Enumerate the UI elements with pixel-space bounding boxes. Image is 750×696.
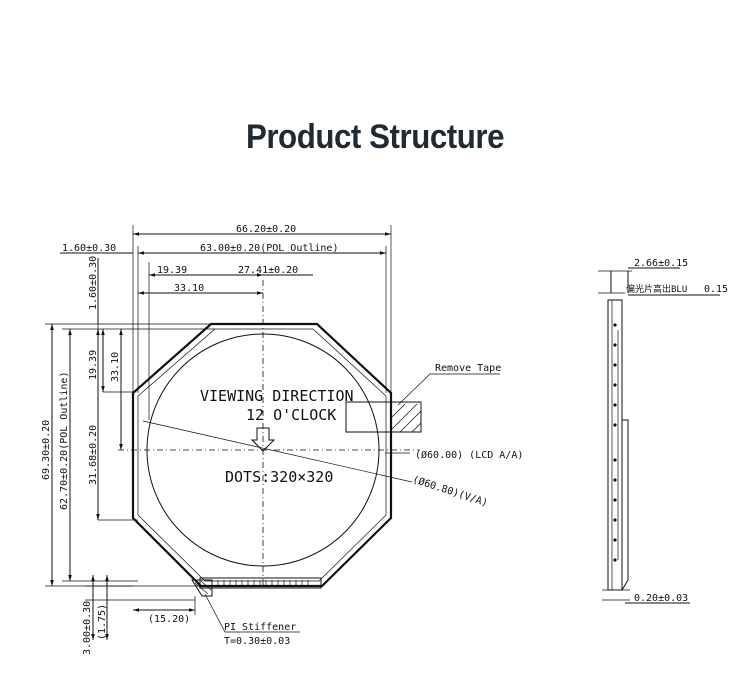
aa-center-x-dim: 27.41±0.20 <box>238 265 298 276</box>
va-leader <box>142 420 413 483</box>
pi-stiffener <box>191 579 213 597</box>
width-pol-dim: 63.00±0.20(POL Outline) <box>200 243 338 254</box>
pi-stiffener-label: PI Stiffener <box>224 622 296 633</box>
viewing-arrow-icon <box>250 427 276 452</box>
page-title: Product Structure <box>245 118 505 156</box>
left-dimensions <box>45 258 215 640</box>
connector-pins <box>217 580 309 587</box>
remove-tape-right <box>390 401 422 433</box>
module-outline <box>131 322 393 588</box>
side-blu-label: 偏光片高出BLU <box>626 283 687 295</box>
aa-half-y-dim: 19.39 <box>88 350 99 380</box>
height-total-dim: 69.30±0.20 <box>41 420 52 480</box>
width-total-dim: 66.20±0.20 <box>236 224 296 235</box>
stiffener-width-dim: (15.20) <box>148 614 190 625</box>
height-pol-dim: 62.70±0.20(POL Outline) <box>59 372 70 510</box>
va-label: (Ø60.80)(V/A) <box>411 473 489 509</box>
viewing-direction-label: VIEWING DIRECTION <box>200 387 354 405</box>
side-thickness-dim: 2.66±0.15 <box>634 258 688 269</box>
connector <box>199 577 322 589</box>
remove-tape-leader <box>397 373 500 406</box>
lcd-aa-label: (Ø60.00) (LCD A/A) <box>415 449 523 461</box>
side-view <box>598 267 720 604</box>
pi-thickness-label: T=0.30±0.03 <box>224 636 290 647</box>
va-half-y-dim: 33.10 <box>110 352 121 382</box>
offset-top-dim: 1.60±0.30 <box>88 256 99 310</box>
side-blu-value: 0.15 <box>704 284 728 295</box>
pi-stiffener-leader <box>204 593 300 633</box>
front-view <box>118 280 422 597</box>
side-bottom-dim: 0.20±0.03 <box>634 593 688 604</box>
va-half-x-dim: 33.10 <box>174 283 204 294</box>
remove-tape-label: Remove Tape <box>435 363 501 374</box>
dots-label: DOTS:320×320 <box>225 468 333 486</box>
top-dimensions <box>60 225 392 420</box>
aa-half-x-dim: 19.39 <box>157 265 187 276</box>
tail-b-dim: (1.75) <box>97 604 108 640</box>
remove-tape-left <box>345 401 392 433</box>
center-y-dim: 31.68±0.20 <box>88 425 99 485</box>
pol-outline <box>137 328 387 582</box>
offset-left-dim: 1.60±0.30 <box>62 243 116 254</box>
tail-a-dim: 3.00±0.30 <box>82 601 93 655</box>
viewing-clock-label: 12 O'CLOCK <box>246 406 336 424</box>
